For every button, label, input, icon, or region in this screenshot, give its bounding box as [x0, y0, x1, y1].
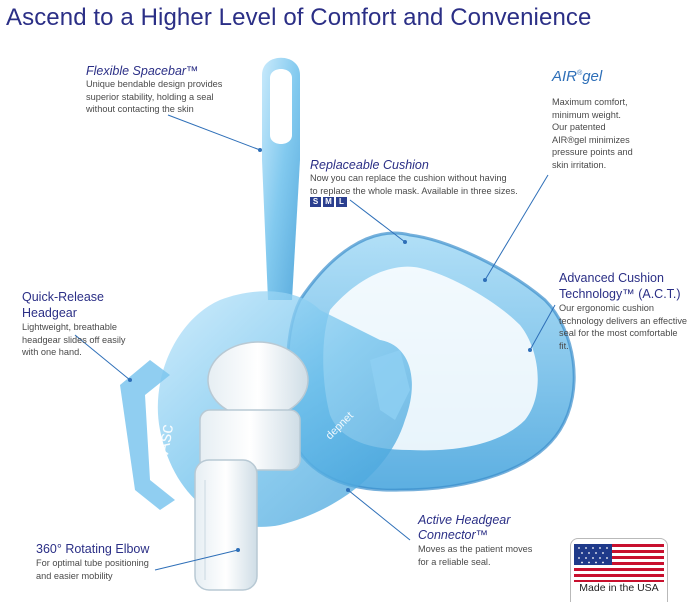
feature-act-heading: Advanced Cushion Technology™ (A.C.T.) — [559, 271, 681, 301]
feature-cushion-heading: Replaceable Cushion — [310, 158, 429, 172]
callout-dots — [128, 148, 532, 552]
feature-act: Advanced Cushion Technology™ (A.C.T.) Ou… — [559, 270, 697, 352]
feature-connector-desc: Moves as the patient moves for a reliabl… — [418, 544, 533, 567]
size-l-badge: L — [336, 197, 347, 208]
cushion-size-badges: S M L — [310, 197, 540, 208]
size-s-badge: S — [310, 197, 321, 208]
feature-headgear-heading: Quick-Release Headgear — [22, 290, 104, 320]
size-m-badge: M — [323, 197, 334, 208]
feature-spacebar-desc: Unique bendable design provides superior… — [86, 79, 223, 115]
elbow-shape — [194, 341, 309, 591]
feature-elbow: 360° Rotating Elbow For optimal tube pos… — [36, 541, 186, 582]
feature-airgel-desc: Maximum comfort, minimum weight. Our pat… — [552, 97, 633, 170]
feature-cushion: Replaceable Cushion Now you can replace … — [310, 158, 540, 208]
us-flag-icon — [574, 544, 664, 582]
feature-connector-heading: Active Headgear Connector™ — [418, 513, 511, 542]
feature-spacebar: Flexible Spacebar™ Unique bendable desig… — [86, 64, 276, 116]
feature-cushion-desc: Now you can replace the cushion without … — [310, 173, 518, 196]
feature-elbow-heading: 360° Rotating Elbow — [36, 542, 150, 556]
feature-elbow-desc: For optimal tube positioning and easier … — [36, 558, 149, 581]
feature-act-desc: Our ergonomic cushion technology deliver… — [559, 303, 688, 351]
feature-spacebar-heading: Flexible Spacebar™ — [86, 64, 199, 78]
spacebar-shape — [262, 57, 300, 300]
callout-lines — [74, 114, 556, 571]
feature-headgear: Quick-Release Headgear Lightweight, brea… — [22, 289, 162, 359]
feature-connector: Active Headgear Connector™ Moves as the … — [418, 513, 568, 568]
airgel-logo: AIR®gel — [552, 68, 603, 85]
feature-headgear-desc: Lightweight, breathable headgear slides … — [22, 322, 126, 358]
page-title: Ascend to a Higher Level of Comfort and … — [6, 4, 592, 31]
made-in-usa-badge: Made in the USA — [570, 538, 668, 602]
made-in-usa-text: Made in the USA — [579, 582, 659, 594]
